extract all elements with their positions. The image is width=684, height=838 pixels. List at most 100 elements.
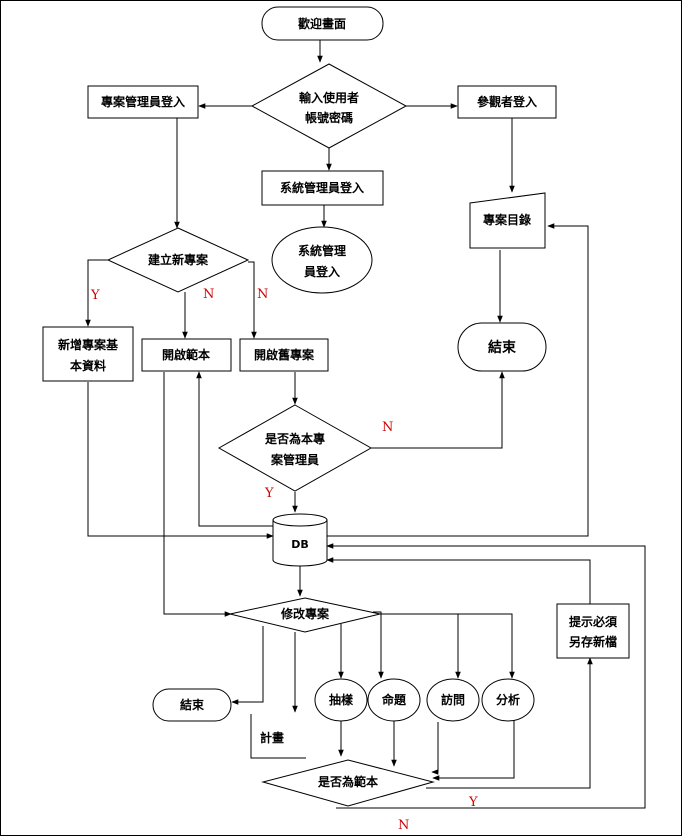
node-label: 修改專案: [280, 606, 330, 621]
node-db: DB: [272, 513, 328, 567]
node-label-line-2: 員登入: [303, 264, 340, 279]
arrow-modify-to-topic: [373, 611, 384, 679]
arrow-modify-to-interview: [378, 613, 461, 679]
process-shape: [261, 170, 384, 206]
arrow-add-basic-to-db: [87, 382, 274, 539]
decision-shape: [250, 63, 408, 149]
node-end-bottom: 結束: [152, 688, 232, 722]
arrow-is-template-yes-to-notice: [426, 657, 593, 789]
node-label: 命題: [381, 692, 407, 707]
connector-shape: [367, 678, 421, 722]
branch-label-create-no-2: N: [257, 287, 268, 302]
process-shape: [556, 603, 630, 659]
node-project-list: 專案目錄: [469, 192, 546, 249]
node-label: 訪問: [441, 692, 465, 707]
node-create-new: 建立新專案: [106, 227, 250, 293]
arrow-db-to-open-template: [196, 371, 273, 527]
decision-shape: [261, 759, 435, 807]
arrow-modify-to-analysis: [378, 613, 515, 679]
node-label: 專案管理員登入: [101, 94, 185, 109]
branch-labels: Y N N N Y Y N: [90, 287, 478, 833]
node-label-line-2: 另存新檔: [569, 634, 617, 649]
connector-shape: [481, 678, 535, 722]
node-pm-login: 專案管理員登入: [87, 85, 199, 119]
manual-input-shape: [469, 192, 546, 249]
node-label: 專案目錄: [483, 212, 531, 227]
branch-label-is-pm-yes: Y: [264, 486, 274, 501]
node-label: 抽樣: [329, 692, 354, 707]
node-plan: 計畫: [250, 714, 306, 759]
node-is-pm: 是否為本專 案管理員: [217, 404, 373, 492]
plan-bracket: [250, 714, 306, 759]
database-top: [272, 513, 328, 527]
node-label: 分析: [496, 692, 520, 707]
node-label: DB: [291, 538, 309, 551]
node-label-line-1: 輸入使用者: [299, 90, 359, 105]
process-shape: [141, 338, 232, 372]
node-label: 結束: [180, 697, 205, 712]
node-label: 是否為範本: [317, 774, 378, 789]
node-label-line-1: 提示必須: [569, 614, 618, 629]
decision-shape: [217, 404, 373, 492]
branch-label-create-no-1: N: [203, 287, 214, 302]
arrow-create-to-open-old: [248, 261, 257, 339]
process-shape: [87, 85, 199, 119]
node-label: 結束: [488, 339, 517, 356]
node-label: 計畫: [260, 730, 284, 745]
node-sampling: 抽樣: [314, 678, 368, 722]
node-topic: 命題: [367, 678, 421, 722]
node-end-top: 結束: [457, 322, 547, 372]
node-welcome: 歡迎畫面: [261, 6, 384, 41]
connector-shape: [314, 678, 368, 722]
connector-shape: [426, 678, 480, 722]
branch-label-create-yes: Y: [90, 288, 100, 303]
node-input-account: 輸入使用者 帳號密碼: [250, 63, 408, 149]
terminal-shape: [261, 6, 384, 41]
decision-shape: [229, 597, 381, 633]
node-label-line-2: 案管理員: [270, 452, 319, 467]
node-add-basic: 新增專案基 本資料: [42, 326, 134, 382]
node-open-old: 開啟舊專案: [239, 338, 329, 372]
branch-label-is-template-yes: Y: [468, 795, 478, 810]
database-body: [272, 520, 328, 567]
node-modify: 修改專案: [229, 597, 381, 633]
branch-label-is-template-no: N: [398, 818, 409, 833]
node-analysis: 分析: [481, 678, 535, 722]
node-sysadmin-end: 系統管理 員登入: [271, 226, 373, 294]
arrow-modify-to-end: [231, 626, 264, 705]
arrow-is-template-no-to-db: [326, 543, 646, 809]
arrow-analysis-to-is-template: [432, 720, 515, 781]
arrow-open-template-to-modify: [163, 372, 232, 617]
branch-label-is-pm-no: N: [382, 420, 393, 435]
node-sysadmin-login: 系統管理員登入: [261, 170, 384, 206]
node-is-template: 是否為範本: [261, 759, 435, 807]
node-label: 歡迎畫面: [298, 16, 346, 31]
node-label: 建立新專案: [147, 252, 209, 267]
process-shape: [42, 326, 134, 382]
arrow-notice-to-db: [326, 557, 591, 604]
node-label-line-2: 本資料: [70, 358, 106, 373]
node-label-line-1: 是否為本專: [264, 431, 325, 446]
arrow-create-to-add-basic: [85, 259, 108, 327]
process-shape: [457, 85, 557, 119]
node-label-line-1: 新增專案基: [58, 337, 119, 352]
decision-shape: [106, 227, 250, 293]
process-shape: [239, 338, 329, 372]
terminal-shape: [457, 322, 547, 372]
node-label-line-1: 系統管理: [298, 243, 346, 258]
terminal-shape: [152, 688, 232, 722]
node-open-template: 開啟範本: [141, 338, 232, 372]
node-label: 開啟範本: [162, 347, 210, 362]
arrow-db-to-list: [327, 223, 589, 537]
node-label: 系統管理員登入: [280, 180, 364, 195]
connector-shape: [271, 226, 373, 294]
arrow-interview-to-is-template: [431, 722, 439, 775]
connectors: [85, 40, 646, 809]
node-interview: 訪問: [426, 678, 480, 722]
node-visitor-login: 參觀者登入: [457, 85, 557, 119]
arrow-is-pm-no-to-end: [370, 371, 505, 449]
node-label-line-2: 帳號密碼: [305, 110, 353, 125]
node-notice: 提示必須 另存新檔: [556, 603, 630, 659]
